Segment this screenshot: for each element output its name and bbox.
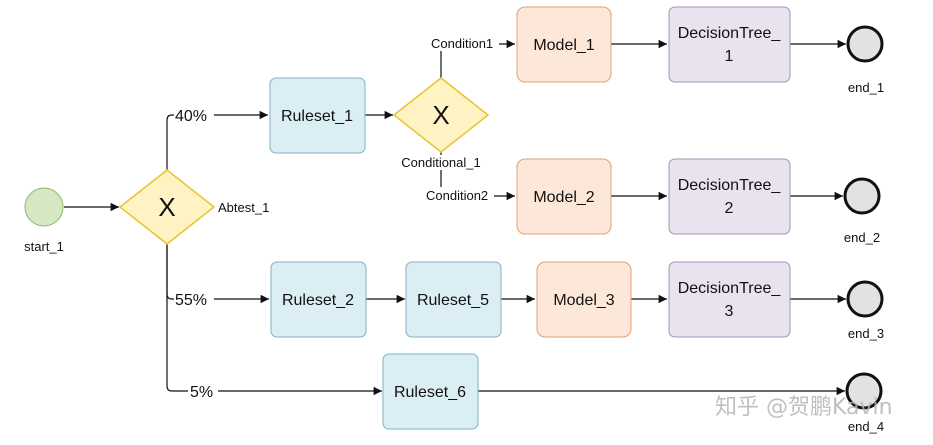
abtest-gateway-label: Abtest_1 (218, 200, 269, 215)
ruleset-2-box (270, 261, 367, 338)
edge-label-5-percent: 5% (190, 384, 213, 401)
decision-tree-2-label-line1: DecisionTree_ (678, 177, 782, 194)
end-1-event (846, 25, 884, 63)
edge-abtest-to-ruleset-1 (166, 110, 268, 170)
ruleset-5-label: Ruleset_5 (417, 292, 489, 309)
decision-tree-1-label-line1: DecisionTree_ (678, 25, 782, 42)
edge-abtest-to-ruleset-6 (166, 244, 382, 396)
edge-label-condition2: Condition2 (426, 188, 488, 203)
decision-tree-1-label-line2: 1 (725, 48, 734, 65)
end-1-label: end_1 (848, 80, 884, 95)
decision-tree-3-label-line2: 3 (725, 303, 734, 320)
abtest-gateway (118, 169, 216, 245)
model-3-label: Model_3 (553, 292, 614, 309)
ruleset-1-label: Ruleset_1 (281, 108, 353, 125)
end-3-event (846, 280, 884, 318)
model-2-label: Model_2 (533, 189, 594, 206)
decision-tree-2-label-line2: 2 (725, 200, 734, 217)
end-4-label: end_4 (848, 419, 884, 434)
model-3-box (536, 261, 632, 338)
start-event (24, 187, 64, 227)
conditional-gateway (392, 77, 490, 153)
abtest-gateway-symbol: X (158, 192, 175, 222)
ruleset-1-box (269, 77, 366, 154)
end-4-event (845, 372, 883, 410)
end-3-label: end_3 (848, 326, 884, 341)
conditional-gateway-label: Conditional_1 (401, 155, 481, 170)
ruleset-6-box (382, 353, 479, 430)
watermark: 知乎 @贺鹏Kavin (715, 395, 893, 420)
edge-label-40-percent: 40% (175, 108, 207, 125)
decision-tree-3-box (668, 261, 791, 338)
model-2-box (516, 158, 612, 235)
ruleset-5-box (405, 261, 502, 338)
end-2-event (843, 177, 881, 215)
model-1-label: Model_1 (533, 37, 594, 54)
ruleset-6-label: Ruleset_6 (394, 384, 466, 401)
edge-label-55-percent: 55% (175, 292, 207, 309)
conditional-gateway-symbol: X (432, 100, 449, 130)
decision-tree-3-label-line1: DecisionTree_ (678, 280, 782, 297)
decision-tree-1-box (668, 6, 791, 83)
decision-tree-2-box (668, 158, 791, 235)
ruleset-2-label: Ruleset_2 (282, 292, 354, 309)
end-2-label: end_2 (844, 230, 880, 245)
edge-label-condition1: Condition1 (431, 36, 493, 51)
model-1-box (516, 6, 612, 83)
start-label: start_1 (24, 239, 64, 254)
